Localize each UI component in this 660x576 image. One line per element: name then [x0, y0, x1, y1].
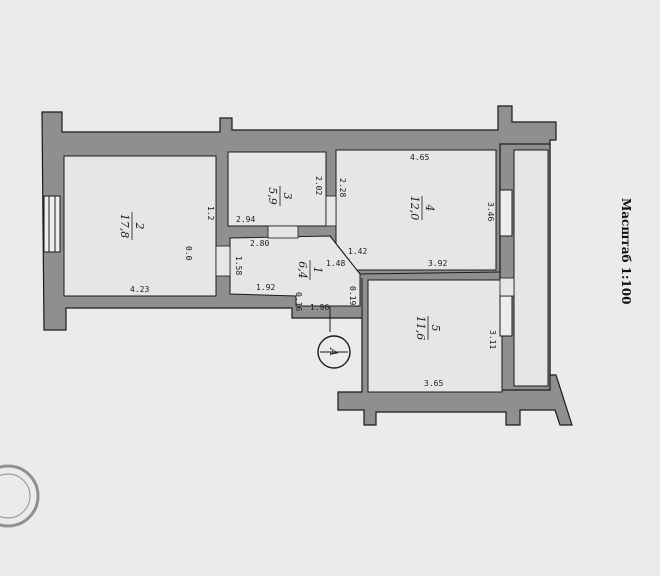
dim-room3-width: 2.94 — [236, 215, 255, 224]
dim-room1-lower: 1.96 — [310, 303, 329, 312]
room-1-label: 1 6,4 — [296, 260, 324, 280]
dim-room2-side: 1.2 — [206, 206, 215, 221]
dim-room4-top: 4.65 — [410, 153, 429, 162]
dim-room1-diag-a: 1.48 — [326, 259, 345, 268]
dim-room1-top: 2.80 — [250, 239, 269, 248]
dim-room1-small: 0.16 — [294, 292, 303, 311]
room-5 — [367, 279, 503, 393]
window-room4 — [499, 189, 513, 237]
dim-room2-misc: 0.0 — [184, 246, 193, 261]
room-3-number: 3 — [281, 193, 294, 200]
window-left — [43, 195, 61, 253]
orientation-marker: А — [317, 335, 351, 369]
room-4-area: 12,0 — [408, 196, 421, 221]
window-room5 — [499, 295, 513, 337]
dimension-labels: 4.23 1.2 0.0 2.94 2.02 4.65 3.92 2.28 3.… — [130, 153, 497, 388]
room-5-label: 5 11,6 — [414, 316, 442, 341]
dim-room1-left: 1.58 — [234, 256, 243, 275]
room-labels: 2 17,8 3 5,9 4 12,0 1 6,4 5 11,6 — [118, 186, 442, 340]
stamp — [0, 464, 40, 528]
room-3-label: 3 5,9 — [266, 186, 294, 206]
dim-room1-bottom: 1.92 — [256, 283, 275, 292]
windows — [43, 189, 513, 337]
room-1-number: 1 — [311, 267, 324, 274]
room-3 — [227, 151, 327, 227]
rooms — [63, 149, 549, 393]
dim-room3-side: 2.02 — [314, 176, 323, 195]
dim-room2-width: 4.23 — [130, 285, 149, 294]
dim-room5-bottom: 3.65 — [424, 379, 443, 388]
corridor — [513, 149, 549, 387]
orientation-circle — [317, 335, 351, 369]
room-1-area: 6,4 — [296, 261, 309, 279]
doorways — [215, 195, 515, 297]
orientation-label: А — [327, 347, 340, 356]
room-2-label: 2 17,8 — [118, 212, 146, 240]
room-3-area: 5,9 — [266, 187, 279, 205]
dim-room1-diag-b: 1.42 — [348, 247, 367, 256]
dim-room1-right: 0.19 — [348, 286, 357, 305]
room-2 — [63, 155, 217, 297]
dim-room5-side: 3.11 — [488, 330, 497, 349]
scale-label: Масштаб 1:100 — [619, 198, 633, 304]
room-4-number: 4 — [423, 204, 436, 212]
dim-room4-left: 2.28 — [338, 178, 347, 197]
room-5-number: 5 — [429, 325, 442, 332]
room-2-number: 2 — [133, 222, 146, 230]
room-2-area: 17,8 — [118, 214, 131, 239]
room-4 — [335, 149, 497, 271]
dim-room4-right: 3.46 — [486, 202, 495, 221]
partitions — [329, 235, 501, 392]
room-4-label: 4 12,0 — [408, 196, 436, 221]
dim-room4-bottom: 3.92 — [428, 259, 447, 268]
room-5-area: 11,6 — [414, 316, 427, 341]
